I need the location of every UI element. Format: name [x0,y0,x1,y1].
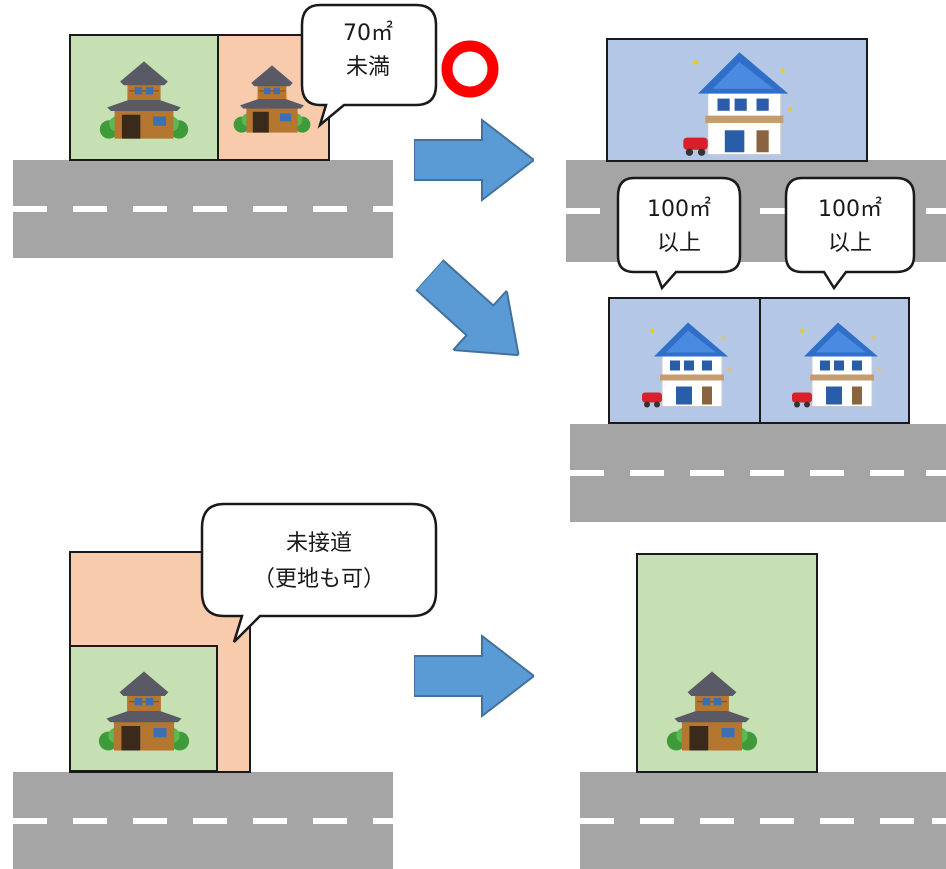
road-dash [760,818,794,824]
new-modern-house-icon [636,305,736,420]
road-dash [13,818,47,824]
road-dash [193,818,227,824]
down-right-arrow-icon [402,245,546,385]
road-dash [926,470,946,476]
road-dash [870,470,904,476]
bubble-100-left-line1: 100㎡ [647,197,711,222]
speech-bubble-70 [300,3,438,129]
road-dash [570,470,604,476]
bubble-100-right-line2: 以上 [827,231,872,256]
red-circle-ok-icon [441,40,499,98]
road-dash [373,818,393,824]
road-dash [760,208,794,214]
road-dash [580,818,614,824]
road-dash [73,818,107,824]
road-dash [133,206,167,212]
road-dash [253,206,287,212]
road-dash [820,818,854,824]
old-wooden-house-icon [664,664,760,758]
road-dash [193,206,227,212]
speech-bubble-100-left [616,176,742,291]
road-dash [880,818,914,824]
road-dash [630,470,664,476]
road-dash [640,818,674,824]
road-dash [750,470,784,476]
bubble-unconnected-line1: 未接道 [285,531,352,556]
right-arrow-icon [414,634,534,718]
road-dash [566,208,600,214]
bubble-100-left-line2: 以上 [656,231,701,256]
road-dash [810,470,844,476]
road-dash [932,818,946,824]
road-dash [313,818,347,824]
road-dash [373,206,393,212]
right-arrow-icon [414,118,534,202]
road-dash [700,818,734,824]
bubble-100-right-line1: 100㎡ [818,197,882,222]
road-dash [253,818,287,824]
road-dash [73,206,107,212]
old-wooden-house-icon [98,54,190,146]
new-modern-house-icon [786,305,886,420]
bubble-unconnected-line2: （更地も可） [252,567,385,592]
road-dash [690,470,724,476]
road-dash [313,206,347,212]
old-wooden-house-icon [96,664,192,758]
bubble-70-line1: 70㎡ [343,21,393,46]
speech-bubble-100-right [784,176,916,291]
road-dash [133,818,167,824]
speech-bubble-unconnected [200,502,438,643]
new-modern-house-icon [670,40,804,162]
road-dash [13,206,47,212]
road-dash [926,208,946,214]
bubble-70-line2: 未満 [345,55,390,80]
